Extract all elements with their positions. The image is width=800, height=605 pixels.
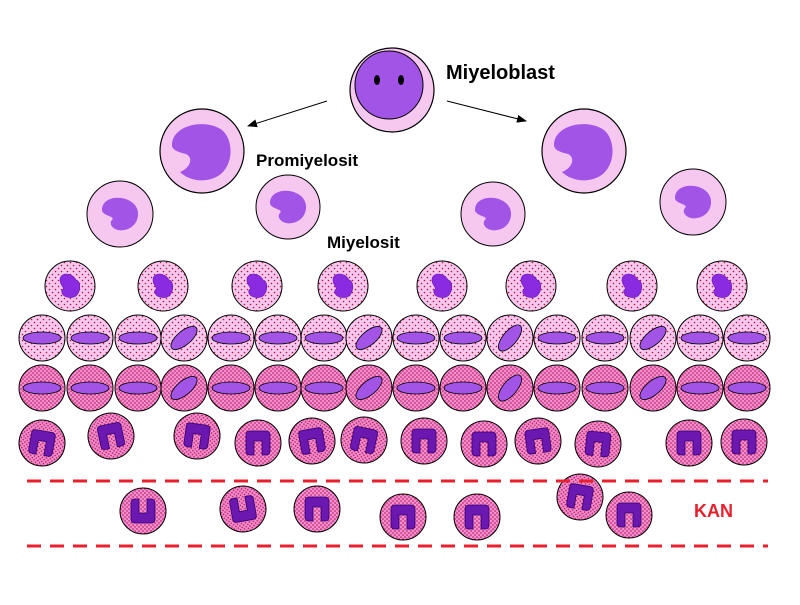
myelocyte-row — [18, 260, 771, 362]
myelocyte-label: Miyelosit — [327, 233, 400, 252]
myelocyte-cell — [137, 260, 189, 312]
neutrophil-cell — [574, 420, 622, 468]
granulocyte-cell — [392, 314, 440, 362]
granulocyte-cell — [392, 364, 440, 412]
granulocyte-cell — [160, 364, 208, 412]
neutrophil-cell — [400, 417, 448, 465]
granulocyte-cell — [114, 314, 162, 362]
arrow-icon — [446, 100, 527, 123]
granulocyte-cell — [18, 314, 66, 362]
granulocyte-cell — [533, 314, 581, 362]
granulocyte-cell — [486, 364, 534, 412]
neutrophil-cell — [514, 417, 562, 465]
granulocyte-cell — [18, 364, 66, 412]
neutrophil-cell — [556, 473, 604, 521]
myeloblast-cell — [349, 47, 435, 133]
neutrophil-cell — [119, 487, 167, 535]
promyelocyte-label: Promiyelosit — [256, 151, 359, 170]
arrow-icon — [247, 100, 328, 128]
myelocyte-cell — [606, 260, 658, 312]
granulocyte-cell — [300, 364, 348, 412]
blood-label: KAN — [694, 501, 733, 521]
granulocyte-cell — [533, 364, 581, 412]
myelocyte-cell — [659, 168, 727, 236]
granulocyte-cell — [723, 364, 771, 412]
promyelocyte-cell — [159, 108, 245, 194]
myelocyte-cell — [505, 260, 557, 312]
neutrophil-cell — [87, 412, 135, 460]
granulocyte-cell — [581, 314, 629, 362]
neutrophil-cell — [18, 419, 66, 467]
myelocyte-cell — [44, 260, 96, 312]
myelocyte-cell — [255, 174, 321, 240]
metamyelocyte-row — [18, 364, 771, 412]
neutrophil-cell — [379, 493, 427, 541]
granulocyte-cell — [66, 314, 114, 362]
myelocyte-cell — [86, 180, 154, 248]
granulocyte-cell — [160, 314, 208, 362]
neutrophil-cell — [173, 412, 221, 460]
granulocyte-cell — [581, 364, 629, 412]
myeloblast-label: Miyeloblast — [446, 62, 555, 84]
myelocyte-cell — [231, 260, 283, 312]
blood-neutrophil-row — [119, 473, 653, 541]
granulocyte-cell — [254, 364, 302, 412]
myelocyte-cell — [460, 181, 526, 247]
granulocyte-cell — [114, 364, 162, 412]
neutrophil-cell — [605, 491, 653, 539]
granulocyte-cell — [676, 364, 724, 412]
neutrophil-cell — [234, 419, 282, 467]
myelocyte-cell — [317, 260, 369, 312]
promyelocyte-cell — [541, 108, 627, 194]
granulocyte-cell — [439, 314, 487, 362]
granulocyte-cell — [300, 314, 348, 362]
granulocyte-cell — [66, 364, 114, 412]
granulocyte-cell — [629, 364, 677, 412]
granulocyte-cell — [345, 364, 393, 412]
neutrophil-cell — [340, 416, 388, 464]
neutrophil-cell — [288, 417, 336, 465]
myelocyte-cell — [696, 260, 748, 312]
neutrophil-cell — [720, 418, 768, 466]
granulocyte-cell — [345, 314, 393, 362]
myelocyte-cell — [416, 260, 468, 312]
granulocyte-cell — [723, 314, 771, 362]
neutrophil-cell — [460, 420, 508, 468]
neutrophil-cell — [665, 419, 713, 467]
myelocyte-group — [86, 168, 727, 248]
band-cell-row — [18, 412, 768, 468]
granulocyte-cell — [486, 314, 534, 362]
neutrophil-cell — [219, 485, 267, 533]
granulocyte-cell — [207, 314, 255, 362]
granulocyte-cell — [439, 364, 487, 412]
granulocyte-cell — [207, 364, 255, 412]
granulocyte-cell — [254, 314, 302, 362]
granulocyte-cell — [676, 314, 724, 362]
granulocyte-cell — [629, 314, 677, 362]
neutrophil-cell — [293, 485, 341, 533]
neutrophil-cell — [453, 493, 501, 541]
